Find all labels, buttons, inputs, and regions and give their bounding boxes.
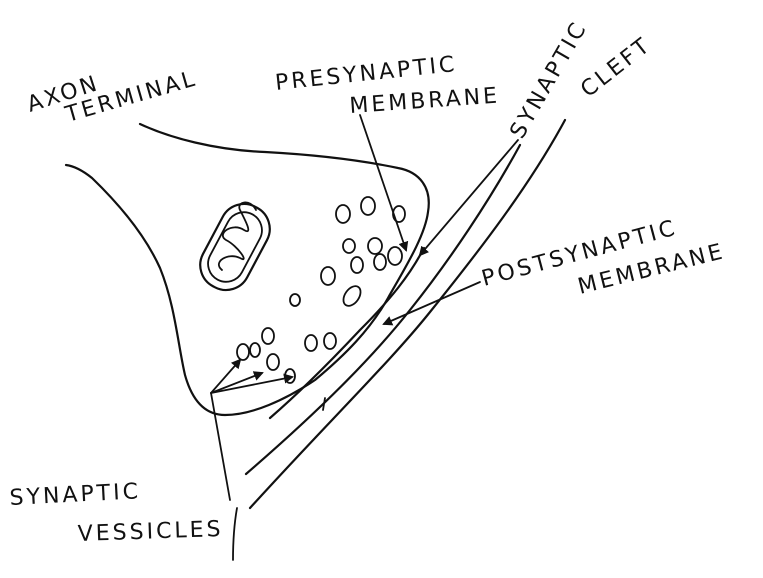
synaptic-cleft-line bbox=[246, 145, 520, 474]
postsynaptic-tail bbox=[233, 508, 237, 560]
label-vessicles: VESSICLES bbox=[77, 517, 224, 547]
label-synaptic-vesicles: SYNAPTIC bbox=[9, 479, 142, 511]
label-presynaptic-membrane: MEMBRANE bbox=[349, 84, 501, 119]
mitochondrion bbox=[192, 196, 278, 299]
synaptic-cleft-arrow bbox=[420, 140, 518, 255]
label-cleft: CLEFT bbox=[576, 32, 656, 102]
synaptic-vesicles bbox=[237, 197, 405, 383]
tick-mark bbox=[323, 398, 325, 410]
presynaptic-arrow bbox=[360, 115, 406, 250]
vesicle-arrow-line bbox=[211, 393, 230, 500]
axon-terminal-outline bbox=[66, 124, 429, 415]
